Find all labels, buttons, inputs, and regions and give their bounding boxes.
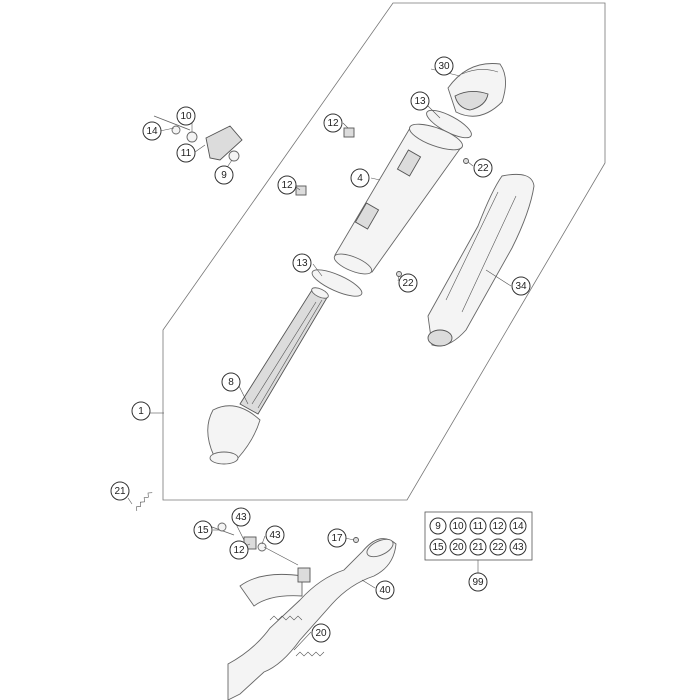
callout-c14a: 14 [142, 121, 162, 141]
callout-c15a: 15 [193, 520, 213, 540]
svg-text:20: 20 [452, 542, 464, 553]
callout-c40: 40 [375, 580, 395, 600]
callout-c12a: 12 [323, 113, 343, 133]
callout-c43a: 43 [231, 507, 251, 527]
callout-c22b: 22 [398, 273, 418, 293]
svg-text:11: 11 [473, 521, 484, 532]
callout-c10: 10 [176, 106, 196, 126]
callout-c4: 4 [350, 168, 370, 188]
pipe-spring-upper [269, 615, 303, 621]
svg-text:17: 17 [331, 533, 343, 544]
callout-c12b: 12 [277, 175, 297, 195]
callout-c21a: 21 [110, 481, 130, 501]
gasket-ring-lower [311, 269, 363, 297]
callout-c22a: 22 [473, 158, 493, 178]
assembly-frame [162, 2, 606, 501]
bracket-hardware-part [153, 115, 243, 162]
callout-c43b: 43 [265, 525, 285, 545]
kit-item-10: 10 [449, 517, 467, 535]
clip-part [353, 537, 359, 543]
callout-c99: 99 [468, 572, 488, 592]
svg-text:10: 10 [180, 111, 192, 122]
kit-item-11: 11 [469, 517, 487, 535]
svg-text:40: 40 [379, 585, 391, 596]
svg-text:1: 1 [138, 406, 144, 417]
svg-text:22: 22 [492, 542, 504, 553]
end-cap-part [447, 63, 506, 117]
svg-text:8: 8 [228, 377, 234, 388]
screw-upper [463, 158, 469, 164]
callout-c13b: 13 [292, 253, 312, 273]
nut-upper [343, 127, 355, 138]
svg-text:21: 21 [472, 542, 484, 553]
kit-item-12: 12 [489, 517, 507, 535]
svg-text:13: 13 [414, 96, 426, 107]
lower-bolt-hardware [211, 522, 299, 566]
svg-text:34: 34 [515, 281, 527, 292]
svg-text:15: 15 [432, 542, 444, 553]
svg-text:43: 43 [512, 542, 524, 553]
svg-text:4: 4 [357, 173, 363, 184]
svg-text:9: 9 [435, 521, 441, 532]
spring-part [136, 492, 153, 512]
nut-middle [295, 185, 307, 196]
svg-text:30: 30 [438, 61, 450, 72]
svg-text:43: 43 [235, 512, 247, 523]
kit-item-21: 21 [469, 538, 487, 556]
perforated-tube-part [207, 287, 329, 465]
callout-c30: 30 [434, 56, 454, 76]
svg-text:99: 99 [472, 577, 484, 588]
svg-text:12: 12 [233, 545, 245, 556]
kit-item-22: 22 [489, 538, 507, 556]
pipe-spring-lower [295, 651, 325, 657]
callout-c11a: 11 [176, 143, 196, 163]
svg-text:21: 21 [114, 486, 126, 497]
svg-text:14: 14 [512, 521, 524, 532]
svg-text:11: 11 [181, 148, 192, 159]
callout-c8: 8 [221, 372, 241, 392]
callout-c12c: 12 [229, 540, 249, 560]
callout-c13a: 13 [410, 91, 430, 111]
svg-text:22: 22 [402, 278, 414, 289]
kit-item-15: 15 [429, 538, 447, 556]
svg-text:20: 20 [315, 628, 327, 639]
kit-number-grid: 9 10 11 12 14 15 20 21 22 43 [429, 517, 527, 556]
svg-text:13: 13 [296, 258, 308, 269]
kit-item-20: 20 [449, 538, 467, 556]
svg-text:12: 12 [281, 180, 293, 191]
callout-c1: 1 [131, 401, 151, 421]
header-pipe-part [227, 538, 397, 700]
svg-text:12: 12 [492, 521, 504, 532]
callout-c34: 34 [511, 276, 531, 296]
outer-sleeve-part [427, 173, 535, 347]
svg-text:43: 43 [269, 530, 281, 541]
callout-c20a: 20 [311, 623, 331, 643]
kit-item-43: 43 [509, 538, 527, 556]
svg-text:10: 10 [452, 521, 464, 532]
svg-text:9: 9 [221, 170, 227, 181]
callout-c17: 17 [327, 528, 347, 548]
svg-text:14: 14 [146, 126, 158, 137]
svg-text:15: 15 [197, 525, 209, 536]
kit-item-14: 14 [509, 517, 527, 535]
screw-lower [396, 271, 402, 277]
callout-c9a: 9 [214, 165, 234, 185]
svg-text:22: 22 [477, 163, 489, 174]
kit-item-9: 9 [429, 517, 447, 535]
svg-text:12: 12 [327, 118, 339, 129]
silencer-body-part [333, 123, 463, 275]
